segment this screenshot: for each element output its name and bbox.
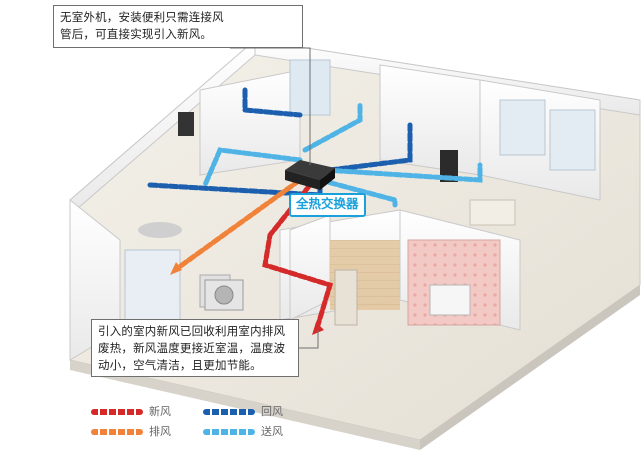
legend-item-fresh-air: 新风 (91, 403, 191, 421)
legend-item-return-air: 回风 (203, 403, 303, 421)
legend-label-fresh-air: 新风 (149, 405, 171, 418)
exhaust-air-duct (170, 177, 303, 275)
heat-exchanger-unit (285, 160, 335, 190)
legend-label-return-air: 回风 (261, 405, 283, 418)
fresh-air-duct (262, 182, 334, 335)
callout-energy-saving: 引入的室内新风已回收利用室内排风 废热，新风温度更接近室温，温度波 动小，空气清… (91, 319, 299, 377)
callout-no-outdoor-unit: 无室外机，安装便利只需连接风 管后，可直接实现引入新风。 (53, 5, 303, 48)
legend-swatch-return-air (203, 409, 255, 415)
legend-item-supply-air: 送风 (203, 423, 303, 441)
legend-item-exhaust-air: 排风 (91, 423, 191, 441)
airflow-legend: 新风 回风 排风 送风 (91, 403, 301, 443)
legend-swatch-supply-air (203, 429, 255, 435)
heat-exchanger-label: 全热交换器 (289, 193, 366, 217)
callout-top-line-2: 管后，可直接实现引入新风。 (60, 27, 213, 41)
callout-bottom-line-3: 动小，空气清洁，且更加节能。 (98, 358, 262, 372)
callout-bottom-line-2: 废热，新风温度更接近室温，温度波 (98, 341, 286, 355)
legend-swatch-fresh-air (91, 409, 143, 415)
callout-top-line-1: 无室外机，安装便利只需连接风 (60, 10, 224, 24)
legend-label-exhaust-air: 排风 (149, 425, 171, 438)
supply-air-ducts (202, 102, 483, 208)
legend-label-supply-air: 送风 (261, 425, 283, 438)
callout-leaders (230, 47, 319, 349)
outdoor-ac-unit (204, 279, 244, 311)
callout-bottom-line-1: 引入的室内新风已回收利用室内排风 (98, 324, 286, 338)
legend-swatch-exhaust-air (91, 429, 143, 435)
